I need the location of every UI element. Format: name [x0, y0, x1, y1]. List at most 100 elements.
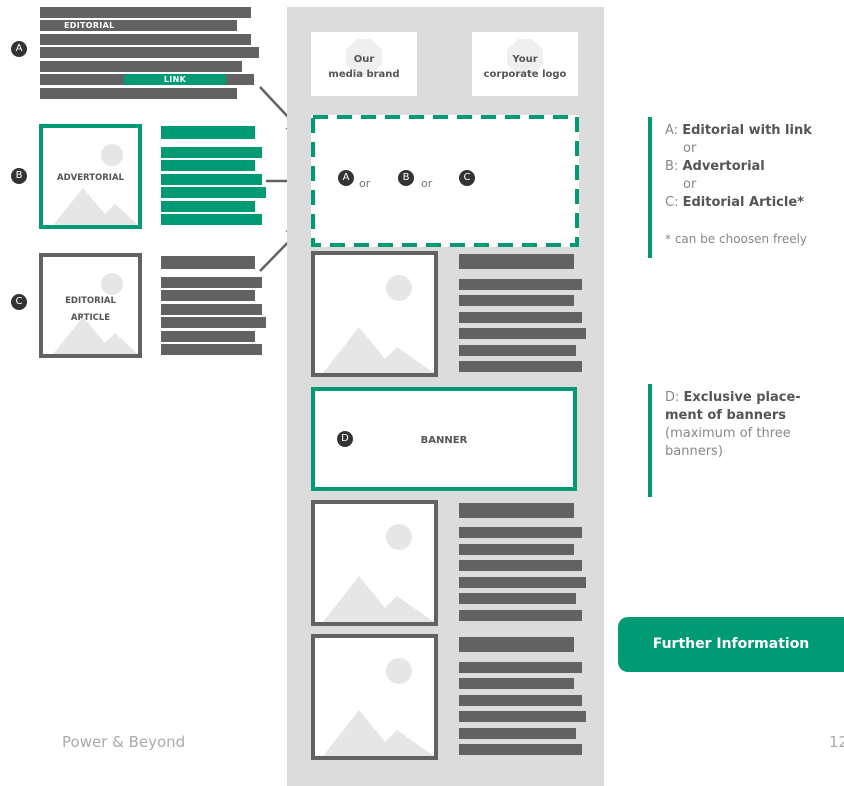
footer-brand: Power & Beyond [62, 733, 186, 751]
further-information-button[interactable]: Further Information [618, 617, 844, 672]
text-bar [161, 147, 262, 158]
title-bar [459, 254, 574, 269]
corporate-logo-line-1: Your [512, 54, 538, 65]
text-bar [161, 214, 262, 225]
advertorial-image: ADVERTORIAL [39, 124, 142, 229]
legend-or-1: or [683, 141, 697, 156]
text-bar [161, 277, 262, 288]
text-bar [40, 34, 251, 45]
text-bar [459, 312, 582, 323]
content-slot [311, 115, 579, 247]
text-bar [459, 295, 574, 306]
content-slot-border [311, 115, 579, 247]
article-image [311, 251, 438, 377]
text-bar [161, 317, 266, 328]
media-brand-line-2: media brand [328, 69, 400, 80]
slot-or-2: or [421, 177, 433, 190]
text-bar [459, 662, 582, 673]
legend-bottom: D: Exclusive place- ment of banners (max… [665, 389, 840, 461]
text-bar [161, 160, 255, 171]
text-bar [459, 279, 582, 290]
sun-icon [101, 144, 123, 166]
banner-badge-d: D [337, 431, 353, 447]
badge-c: C [11, 294, 27, 310]
legend-footnote: * can be choosen freely [665, 232, 808, 246]
mountain-icon [53, 317, 138, 354]
mountain-icon [53, 188, 138, 225]
text-bar [40, 61, 242, 72]
legend-d-note-1: (maximum of three [665, 426, 791, 441]
corporate-logo: Your corporate logo [472, 32, 578, 96]
text-bar [161, 344, 262, 355]
slot-or-1: or [359, 177, 371, 190]
text-bar: EDITORIAL [40, 20, 237, 31]
legend-d-key: D: [665, 390, 680, 405]
text-bar [459, 711, 586, 722]
text-bar: LINK [40, 74, 254, 85]
text-bar [459, 610, 582, 621]
legend-c-text: Editorial Article* [682, 195, 804, 210]
legend-a: A: Editorial with link [665, 122, 840, 140]
text-bar [40, 7, 251, 18]
text-bar [459, 527, 582, 538]
text-bar [459, 544, 574, 555]
text-bar [459, 361, 582, 372]
legend-bottom-accent-line [648, 384, 652, 497]
editorial-article-label-1: EDITORIAL [65, 296, 116, 306]
text-bar [40, 47, 259, 58]
mountain-icon [323, 576, 434, 622]
article-image [311, 500, 438, 626]
legend-d: D: Exclusive place- [665, 389, 840, 407]
legend-d-text-1: Exclusive place- [683, 390, 801, 405]
advertorial-label: ADVERTORIAL [57, 173, 124, 183]
text-bar [161, 290, 255, 301]
banner-label: BANNER [420, 435, 468, 446]
text-bar [459, 345, 576, 356]
legend-c-key: C: [665, 195, 679, 210]
slot-badge-a: A [338, 170, 354, 186]
legend-b-key: B: [665, 159, 679, 174]
corporate-logo-line-2: corporate logo [483, 69, 567, 80]
legend-a-key: A: [665, 123, 679, 138]
text-bar [459, 728, 576, 739]
sun-icon [386, 658, 412, 684]
page-mockup: Our media brand Your corporate logo A or… [287, 7, 604, 786]
badge-a: A [11, 41, 27, 57]
title-bar [161, 256, 255, 269]
editorial-article-label-2: ARTICLE [70, 313, 111, 323]
banner-slot: D BANNER [311, 387, 577, 491]
link-label: LINK [163, 75, 187, 84]
legend-d-text-2: ment of banners [665, 408, 787, 423]
footer-page-number: 12 [829, 733, 844, 751]
sun-icon [386, 524, 412, 550]
legend-top-accent-line [648, 117, 652, 258]
text-bar [459, 678, 574, 689]
text-bar [161, 201, 255, 212]
text-bar [459, 744, 582, 755]
badge-b: B [11, 168, 27, 184]
slot-badge-b: B [398, 170, 414, 186]
title-bar [459, 637, 574, 652]
slot-badge-c: C [459, 170, 475, 186]
link-highlight[interactable]: LINK [124, 74, 226, 85]
media-brand-logo: Our media brand [311, 32, 417, 96]
logo-placeholder-icon [346, 39, 382, 75]
legend-c: C: Editorial Article* [665, 194, 840, 212]
article-image [311, 634, 438, 760]
text-bar [459, 593, 576, 604]
text-bar [459, 577, 586, 588]
mountain-icon [323, 710, 434, 756]
legend-d-note-2: banners) [665, 444, 723, 459]
legend-b-text: Advertorial [682, 159, 765, 174]
text-bar [459, 695, 582, 706]
logo-placeholder-icon [507, 39, 543, 75]
sun-icon [386, 275, 412, 301]
text-bar [40, 88, 237, 99]
text-bar [459, 328, 586, 339]
text-bar [161, 304, 262, 315]
legend-or-2: or [683, 177, 697, 192]
title-bar [161, 126, 255, 139]
legend-a-text: Editorial with link [682, 123, 812, 138]
mountain-icon [323, 327, 434, 373]
media-brand-line-1: Our [353, 54, 375, 65]
